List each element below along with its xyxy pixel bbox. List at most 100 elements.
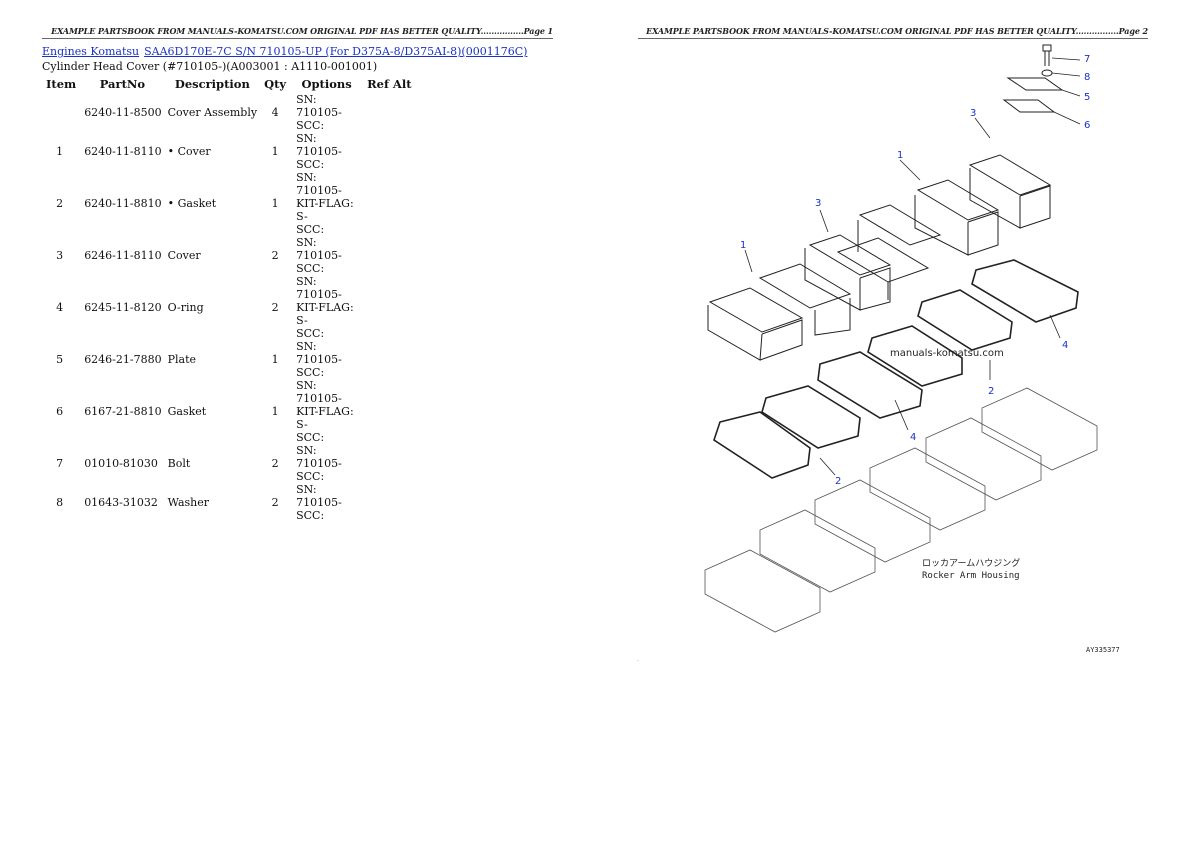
page2-header: EXAMPLE PARTSBOOK FROM MANUALS-KOMATSU.C… (638, 26, 1148, 39)
cell-description: Bolt (167, 457, 191, 470)
col-header-qty: Qty (264, 77, 287, 91)
callout-7: 7 (1084, 54, 1090, 65)
bolt-part (1042, 44, 1052, 66)
plate-part (1006, 77, 1064, 91)
rocker-arm-label-jp: ロッカアームハウジング (922, 557, 1020, 569)
callout-3-lower: 3 (815, 198, 821, 209)
callout-5: 5 (1084, 92, 1090, 103)
cell-item: 6 (56, 405, 64, 418)
upper-cover-row (707, 154, 1052, 361)
page1-header: EXAMPLE PARTSBOOK FROM MANUALS-KOMATSU.C… (42, 26, 553, 39)
breadcrumb-link-engines[interactable]: Engines Komatsu (42, 45, 140, 58)
cell-item: 8 (56, 496, 64, 509)
rocker-arm-housing (704, 387, 1098, 633)
callout-4-left: 4 (910, 432, 916, 443)
watermark-text: manuals-komatsu.com (890, 348, 1004, 359)
table-row: 3 6246-11-8110 Cover 2 SN: 710105- SCC: (42, 236, 416, 275)
cell-description: • Cover (167, 145, 211, 158)
cell-qty: 1 (271, 353, 279, 366)
cell-qty: 1 (271, 197, 279, 210)
cell-item: 7 (56, 457, 64, 470)
cell-qty: 2 (271, 301, 279, 314)
cell-qty: 2 (271, 249, 279, 262)
table-row: 6 6167-21-8810 Gasket 1 SN: 710105- KIT-… (42, 379, 416, 444)
table-header-row: Item PartNo Description Qty Options Ref … (42, 75, 416, 93)
col-header-partno: PartNo (99, 77, 146, 91)
cell-refalt (363, 93, 415, 132)
cell-options: SN: 710105- KIT-FLAG: S- SCC: (296, 275, 354, 340)
cell-item (42, 93, 80, 132)
callout-6: 6 (1084, 120, 1090, 131)
col-header-description: Description (174, 77, 250, 91)
leader-lines (744, 57, 1081, 476)
parts-table: Item PartNo Description Qty Options Ref … (42, 75, 416, 522)
cell-description: Gasket (167, 405, 207, 418)
cell-qty: 2 (271, 496, 279, 509)
cell-description: O-ring (167, 301, 204, 314)
cell-options: SN: 710105- SCC: (296, 132, 342, 171)
cell-qty: 4 (271, 106, 279, 119)
breadcrumb: Engines Komatsu SAA6D170E-7C S/N 710105-U… (42, 45, 527, 58)
table-row: 7 01010-81030 Bolt 2 SN: 710105- SCC: (42, 444, 416, 483)
callout-4-right: 4 (1062, 340, 1068, 351)
cell-qty: 2 (271, 457, 279, 470)
table-row: 1 6240-11-8110 • Cover 1 SN: 710105- SCC… (42, 132, 416, 171)
cell-refalt (363, 379, 415, 444)
cell-options: SN: 710105- SCC: (296, 340, 342, 379)
table-row: 2 6240-11-8810 • Gasket 1 SN: 710105- KI… (42, 171, 416, 236)
callout-3-upper: 3 (970, 108, 976, 119)
callout-2-left: 2 (835, 476, 841, 487)
cell-partno: 01010-81030 (84, 457, 158, 470)
cell-item: 4 (56, 301, 64, 314)
cell-item: 3 (56, 249, 64, 262)
cell-options: SN: 710105- SCC: (296, 483, 342, 522)
cell-refalt (363, 483, 415, 522)
figure-code: AY335377 (1086, 646, 1120, 654)
table-row: 8 01643-31032 Washer 2 SN: 710105- SCC: (42, 483, 416, 522)
callout-1-upper: 1 (897, 150, 903, 161)
cell-partno: 6245-11-8120 (84, 301, 162, 314)
cell-options: SN: 710105- SCC: (296, 444, 342, 483)
cell-partno: 6246-21-7880 (84, 353, 162, 366)
breadcrumb-link-model[interactable]: SAA6D170E-7C S/N 710105-UP (For D375A-8/… (144, 45, 528, 58)
cell-partno: 6167-21-8810 (84, 405, 162, 418)
cell-refalt (363, 275, 415, 340)
callout-1-lower: 1 (740, 240, 746, 251)
page-marker: · (637, 658, 639, 665)
cell-item: 2 (56, 197, 64, 210)
cell-qty: 1 (271, 405, 279, 418)
cell-description: Washer (167, 496, 210, 509)
table-row: 6240-11-8500 Cover Assembly 4 SN: 710105… (42, 93, 416, 132)
cell-partno: 6240-11-8810 (84, 197, 162, 210)
cell-refalt (363, 171, 415, 236)
callout-2-right: 2 (988, 386, 994, 397)
col-header-refalt: Ref Alt (367, 77, 412, 91)
cell-options: SN: 710105- KIT-FLAG: S- SCC: (296, 379, 354, 444)
cell-options: SN: 710105- SCC: (296, 236, 342, 275)
cell-qty: 1 (271, 145, 279, 158)
cell-refalt (363, 236, 415, 275)
cell-description: Cover Assembly (167, 106, 258, 119)
table-row: 4 6245-11-8120 O-ring 2 SN: 710105- KIT-… (42, 275, 416, 340)
cell-partno: 01643-31032 (84, 496, 158, 509)
cell-options: SN: 710105- KIT-FLAG: S- SCC: (296, 171, 354, 236)
cell-options: SN: 710105- SCC: (296, 93, 342, 132)
col-header-options: Options (301, 77, 352, 91)
cell-partno: 6240-11-8500 (84, 106, 162, 119)
exploded-parts-diagram: 7 8 5 6 3 1 3 1 4 2 4 2 manuals-komatsu.… (704, 44, 1120, 654)
cell-refalt (363, 444, 415, 483)
gasket-part (1002, 99, 1056, 113)
page-subtitle: Cylinder Head Cover (#710105-)(A003001 :… (42, 60, 378, 73)
cell-item: 1 (56, 145, 64, 158)
cell-description: Cover (167, 249, 201, 262)
cell-description: • Gasket (167, 197, 217, 210)
cell-description: Plate (167, 353, 197, 366)
washer-part (1041, 69, 1053, 77)
cell-refalt (363, 132, 415, 171)
rocker-arm-label-en: Rocker Arm Housing (922, 571, 1020, 581)
table-row: 5 6246-21-7880 Plate 1 SN: 710105- SCC: (42, 340, 416, 379)
cell-partno: 6240-11-8110 (84, 145, 162, 158)
gasket-row (713, 259, 1079, 479)
cell-partno: 6246-11-8110 (84, 249, 162, 262)
cell-refalt (363, 340, 415, 379)
